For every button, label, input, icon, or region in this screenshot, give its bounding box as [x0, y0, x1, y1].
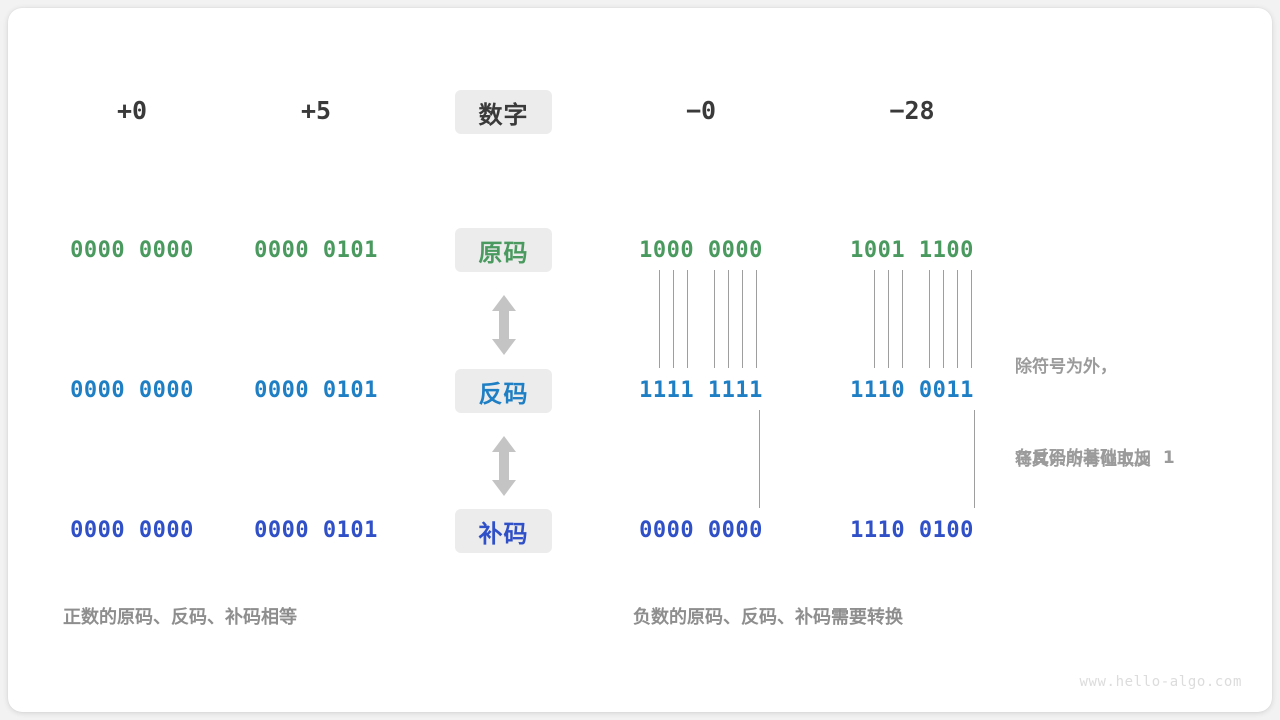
invert-connector-line [714, 270, 715, 368]
twos-complement-pos-five: 0000 0101 [254, 518, 378, 543]
number-header-neg-zero: −0 [685, 96, 717, 125]
invert-connector-line [673, 270, 674, 368]
invert-connector-line [971, 270, 972, 368]
sign-magnitude-neg-twentyeight: 1001 1100 [850, 238, 974, 263]
invert-connector-line [874, 270, 875, 368]
row-label-ones-complement: 反码 [455, 369, 552, 413]
invert-connector-line [742, 270, 743, 368]
sign-magnitude-pos-zero: 0000 0000 [70, 238, 194, 263]
ones-complement-neg-twentyeight: 1110 0011 [850, 378, 974, 403]
add-one-connector-line [759, 410, 760, 508]
ones-complement-neg-zero: 1111 1111 [639, 378, 763, 403]
number-header-pos-five: +5 [300, 96, 332, 125]
invert-connector-line [929, 270, 930, 368]
bidirectional-arrow-icon [491, 294, 517, 361]
watermark: www.hello-algo.com [1079, 674, 1242, 690]
invert-connector-line [888, 270, 889, 368]
caption-negative: 负数的原码、反码、补码需要转换 [633, 607, 903, 628]
invert-connector-line [728, 270, 729, 368]
annotation-invert-bits-line2: 将其余所有位取反 [1015, 450, 1151, 470]
annotation-invert-bits: 除符号为外， 将其余所有位取反 [1015, 290, 1151, 538]
ones-complement-pos-zero: 0000 0000 [70, 378, 194, 403]
sign-magnitude-neg-zero: 1000 0000 [639, 238, 763, 263]
invert-connector-line [687, 270, 688, 368]
row-label-header: 数字 [455, 90, 552, 134]
invert-connector-line [659, 270, 660, 368]
bidirectional-arrow-icon [491, 435, 517, 502]
row-label-twos-complement: 补码 [455, 509, 552, 553]
row-label-sign-magnitude: 原码 [455, 228, 552, 272]
invert-connector-line [902, 270, 903, 368]
figure-card: +0 +5 数字 −0 −28 0000 0000 0000 0101 原码 1… [8, 8, 1272, 712]
annotation-add-one: 在反码的基础上加 1 [1015, 448, 1175, 468]
invert-connector-line [957, 270, 958, 368]
sign-magnitude-pos-five: 0000 0101 [254, 238, 378, 263]
twos-complement-neg-zero: 0000 0000 [639, 518, 763, 543]
invert-connector-line [943, 270, 944, 368]
twos-complement-neg-twentyeight: 1110 0100 [850, 518, 974, 543]
number-header-neg-twentyeight: −28 [889, 96, 935, 125]
invert-connector-line [756, 270, 757, 368]
annotation-invert-bits-line1: 除符号为外， [1015, 357, 1117, 377]
add-one-connector-line [974, 410, 975, 508]
ones-complement-pos-five: 0000 0101 [254, 378, 378, 403]
twos-complement-pos-zero: 0000 0000 [70, 518, 194, 543]
caption-positive: 正数的原码、反码、补码相等 [63, 607, 297, 628]
number-header-pos-zero: +0 [116, 96, 148, 125]
